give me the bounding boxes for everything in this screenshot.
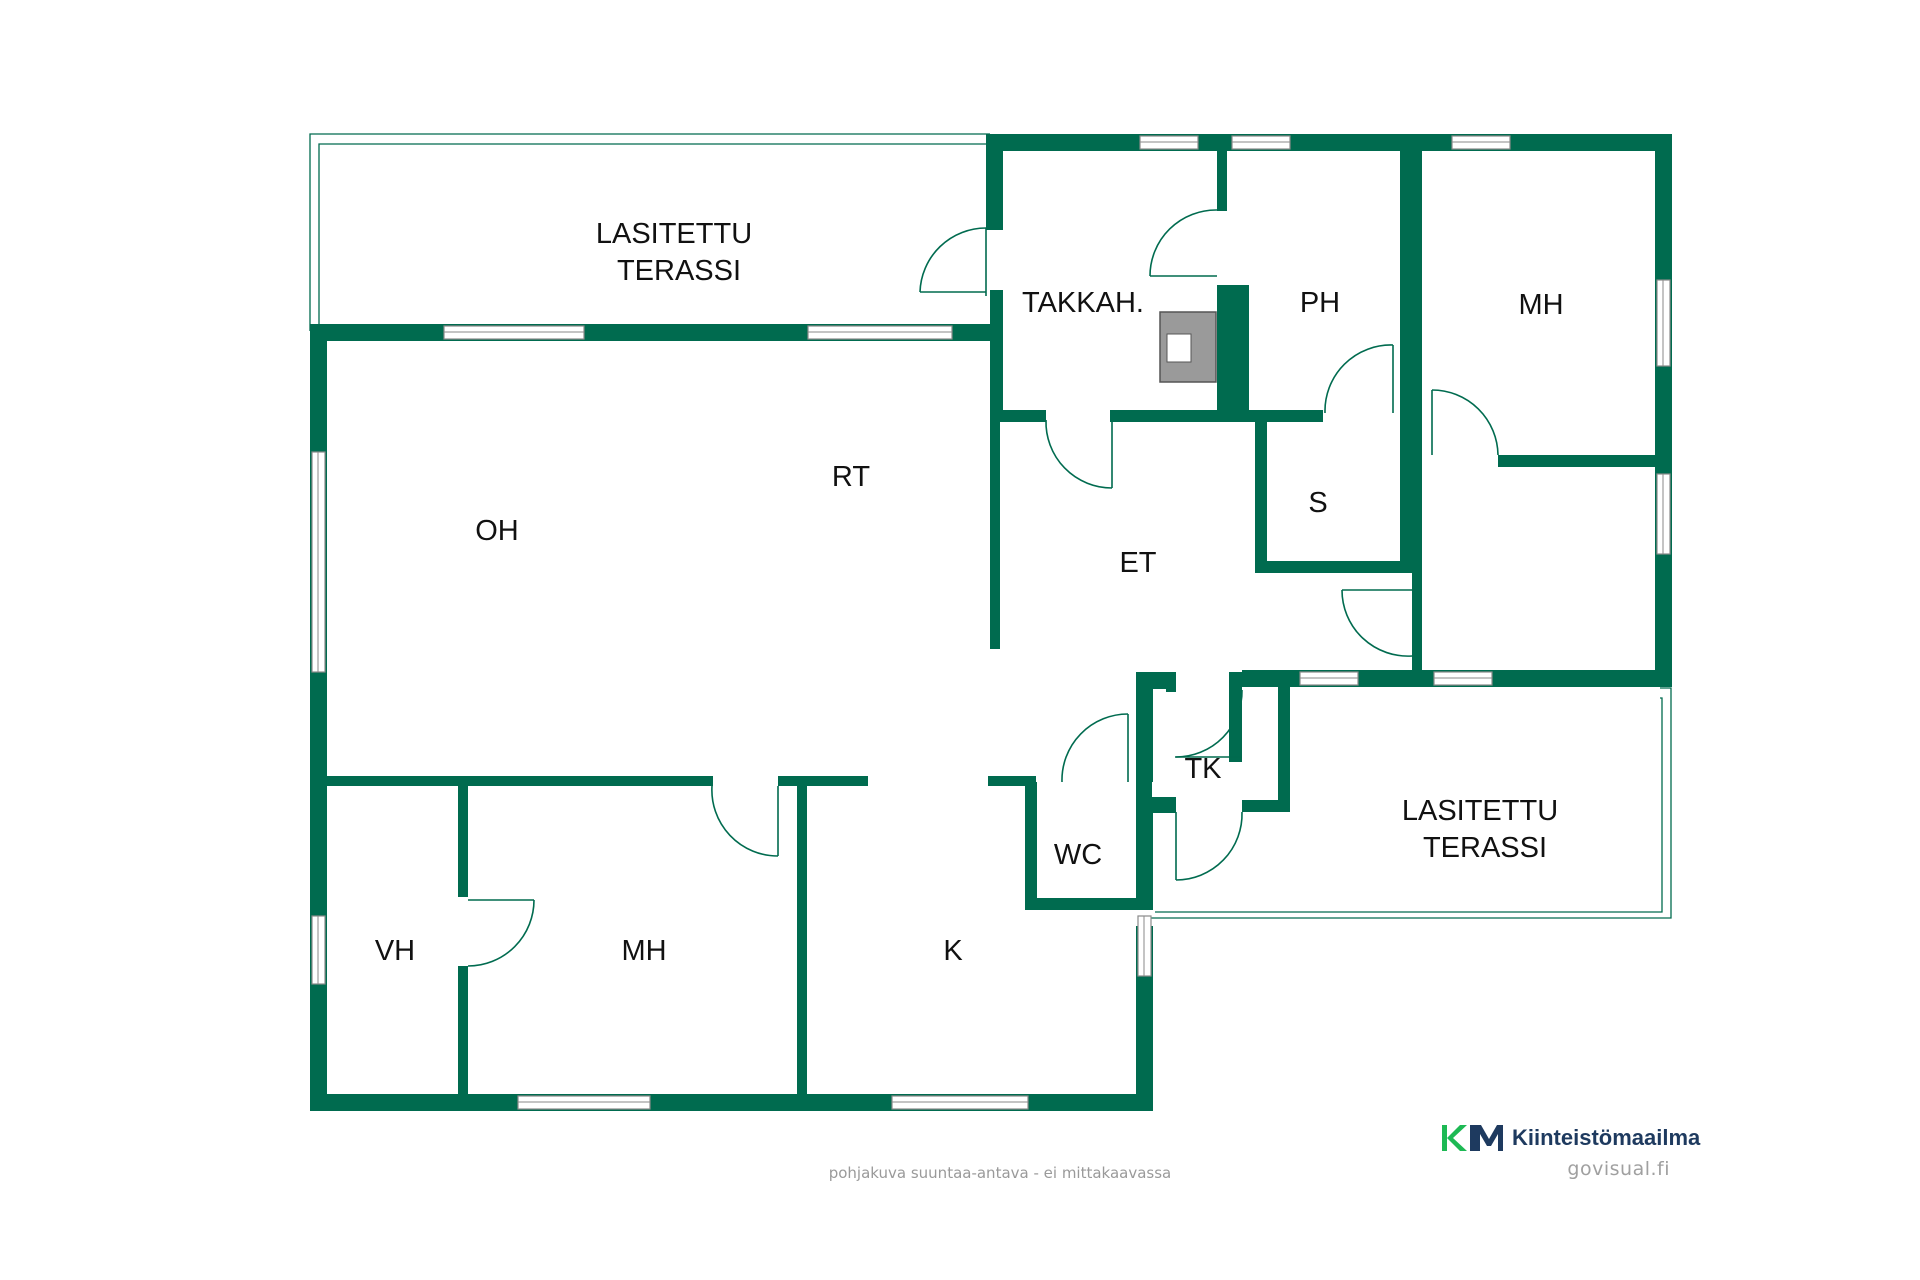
room-label-rt: RT [832,461,870,493]
walls [310,134,1672,1111]
room-label-mh-bottom: MH [621,935,666,967]
window [1137,915,1152,977]
door [919,227,987,296]
km-logo-icon [1442,1125,1503,1151]
door [1175,811,1243,881]
room-label-ph: PH [1300,287,1340,319]
terrace-top-outline [309,133,990,331]
window [311,451,326,673]
window [1451,135,1511,150]
door [1045,419,1113,489]
terrace-bottom-outline [1150,687,1672,919]
windows [311,135,1671,1110]
fireplace-icon [1159,311,1217,383]
door [1341,589,1413,657]
room-label-takkah: TAKKAH. [1022,287,1144,319]
room-label-wc: WC [1054,839,1102,871]
window [891,1095,1029,1110]
room-label-terrace-bottom-line2: TERASSI [1423,832,1547,864]
window [1433,671,1493,686]
window [1656,279,1671,367]
room-label-et: ET [1119,547,1156,579]
window [1139,135,1199,150]
window [1656,473,1671,555]
room-label-terrace-top-line2: TERASSI [617,255,741,287]
door [467,899,535,967]
window [443,325,585,340]
disclaimer-note: pohjakuva suuntaa-antava - ei mittakaava… [828,1164,1172,1182]
room-label-k: K [943,935,963,967]
window [517,1095,651,1110]
room-label-s: S [1308,487,1327,519]
door [1324,344,1394,414]
brand-name: Kiinteistömaailma [1512,1125,1701,1150]
window [1231,135,1291,150]
room-label-mh-top: MH [1518,289,1563,321]
brand-logo[interactable]: Kiinteistömaailma [1440,1118,1700,1158]
door [1061,713,1129,783]
window [311,915,326,985]
room-label-vh: VH [375,935,415,967]
door [1149,209,1218,277]
room-label-terrace-bottom-line1: LASITETTU [1402,795,1558,827]
window [1299,671,1359,686]
door [711,785,779,857]
room-label-tk: TK [1184,753,1222,785]
room-label-oh: OH [475,515,519,547]
website-link[interactable]: govisual.fi [1567,1158,1670,1180]
doors [467,209,1499,967]
room-label-terrace-top-line1: LASITETTU [596,218,752,250]
window [807,325,953,340]
door [1431,389,1499,456]
door [1175,689,1243,758]
